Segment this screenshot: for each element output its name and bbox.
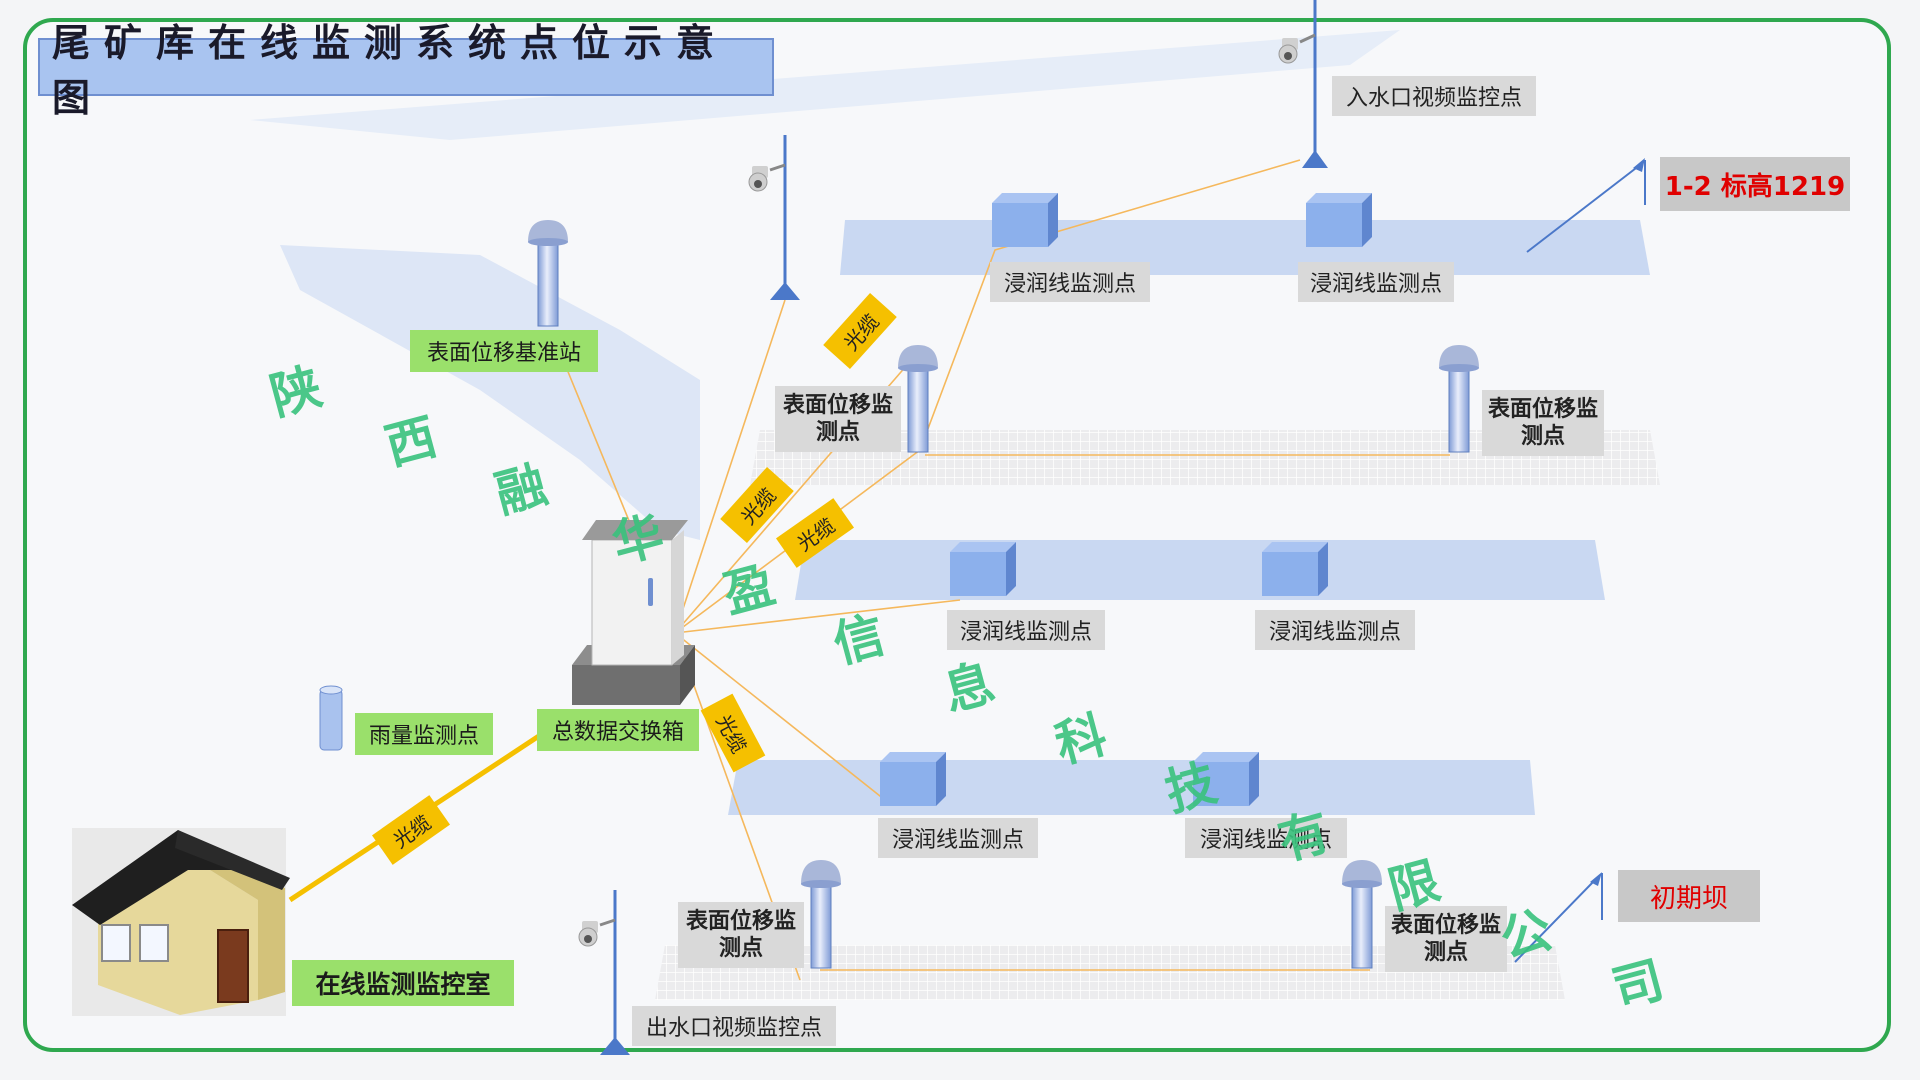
frame-border <box>23 18 1891 1052</box>
piezometer-cubes <box>880 193 1372 806</box>
label-seepage-1: 浸润线监测点 <box>990 262 1150 302</box>
label-water-inlet-video: 入水口视频监控点 <box>1332 76 1536 116</box>
label-level-1-2: 1-2 标高1219 <box>1660 157 1850 211</box>
label-seepage-5: 浸润线监测点 <box>878 818 1038 858</box>
title-text: 尾矿库在线监测系统点位示意图 <box>52 21 729 120</box>
flag-pole-top <box>1526 158 1646 253</box>
label-surface-base: 表面位移基准站 <box>410 330 598 372</box>
label-control-room: 在线监测监控室 <box>292 960 514 1006</box>
label-data-box: 总数据交换箱 <box>537 709 699 751</box>
cabinet-icon <box>572 520 695 705</box>
label-surface-point-1: 表面位移监测点 <box>775 386 901 452</box>
label-surface-point-2: 表面位移监测点 <box>1482 390 1604 456</box>
label-surface-point-4: 表面位移监测点 <box>1385 906 1507 972</box>
gnss-pillar-1 <box>898 345 938 453</box>
camera-pole-left <box>748 135 800 300</box>
gnss-pillar-2 <box>1439 345 1479 453</box>
bench-4 <box>728 760 1535 815</box>
rain-gauge-icon <box>319 685 343 751</box>
water-area <box>280 245 700 540</box>
label-surface-point-3: 表面位移监测点 <box>678 902 804 968</box>
bench-5-grid <box>655 945 1565 1000</box>
label-initial-dam: 初期坝 <box>1618 870 1760 922</box>
label-seepage-2: 浸润线监测点 <box>1298 262 1454 302</box>
gnss-pillar-4 <box>1342 860 1382 969</box>
label-water-outlet-video: 出水口视频监控点 <box>632 1006 836 1046</box>
upstream-area <box>250 30 1400 140</box>
bench-2-grid <box>750 430 1660 485</box>
bench-3 <box>795 540 1605 600</box>
inlet-pole <box>1278 0 1328 168</box>
label-rain: 雨量监测点 <box>355 713 493 755</box>
camera-pole-outlet <box>578 890 630 1055</box>
house-icon <box>72 828 290 1016</box>
gnss-pillar-3 <box>801 860 841 969</box>
label-seepage-4: 浸润线监测点 <box>1255 610 1415 650</box>
diagram-title: 尾矿库在线监测系统点位示意图 <box>38 21 774 120</box>
gnss-pillar-base <box>528 220 568 327</box>
flag-pole-bottom <box>1514 872 1603 963</box>
label-seepage-3: 浸润线监测点 <box>947 610 1105 650</box>
bench-1 <box>840 220 1650 275</box>
label-seepage-6: 浸润线监测点 <box>1185 818 1347 858</box>
